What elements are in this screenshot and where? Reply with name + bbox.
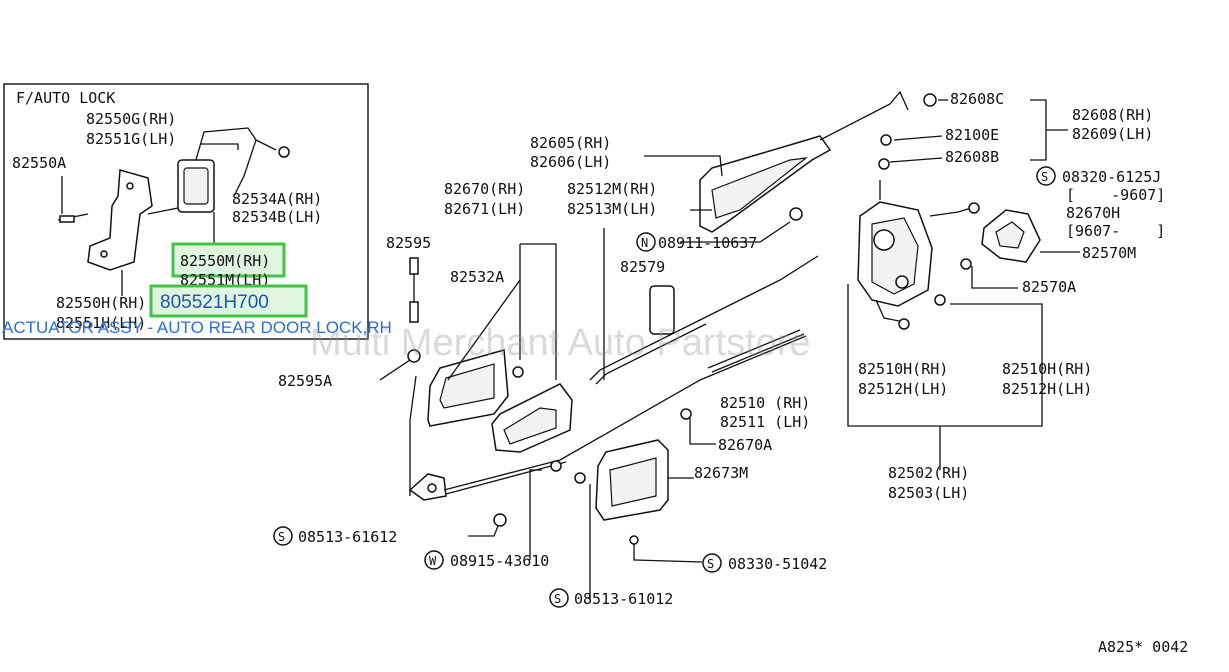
label-82512H-b: 82512H(LH) [1002,380,1092,398]
outside-handle-drawing [644,90,909,243]
highlight-82550M[interactable]: 82550M(RH) [171,242,286,278]
label-82551G: 82551G(LH) [86,130,176,148]
label-82512H-a: 82512H(LH) [858,380,948,398]
label-82534A: 82534A(RH) [232,190,322,208]
label-82513M: 82513M(LH) [567,200,657,218]
diagram-code: A825* 0042 [1098,638,1188,656]
label-82671: 82671(LH) [444,200,525,218]
badge-s-08513a: S [278,530,285,544]
label-82550G: 82550G(RH) [86,110,176,128]
label-805521H700: 805521H700 [160,292,269,313]
label-82606: 82606(LH) [530,153,611,171]
label-82670: 82670(RH) [444,180,525,198]
label-82605: 82605(RH) [530,134,611,152]
label-08330: 08330-51042 [728,555,827,573]
inset-actuator-drawing [57,127,290,296]
label-82673M: 82673M [694,464,748,482]
label-08320: 08320-6125J [1062,168,1161,186]
label-82100E: 82100E [945,126,999,144]
label-82670H: 82670H [1066,204,1120,222]
spacer-82579-drawing [649,285,675,335]
label-82608B: 82608B [945,148,999,166]
badge-s-08330: S [707,557,714,571]
label-82550A: 82550A [12,154,66,172]
label-82511: 82511 (LH) [720,413,810,431]
inside-handle-drawing [491,243,573,453]
inset-frame [3,83,369,340]
label-range-2: [9607- ] [1066,222,1165,240]
label-82608: 82608(RH) [1072,106,1153,124]
label-08513a: 08513-61612 [298,528,397,546]
badge-w: W [429,554,437,568]
label-82551H: 82551H(LH) [56,314,146,332]
label-82570M: 82570M [1082,244,1136,262]
rod-82595-drawing [379,257,421,496]
label-82595A: 82595A [278,372,332,390]
door-lock-actuator-drawing [847,93,1068,470]
rods-drawing [589,228,819,385]
badge-s-08513b: S [554,592,561,606]
label-82609: 82609(LH) [1072,125,1153,143]
badge-s-08320: S [1041,170,1048,184]
label-82550H: 82550H(RH) [56,294,146,312]
catalog-product-link[interactable]: ACTUATOR ASSY - AUTO REAR DOOR LOCK,RH [2,318,392,337]
inside-handle-escutcheon-drawing [427,279,521,427]
label-08911: 08911-10637 [658,234,757,252]
highlight-805521H700[interactable]: 805521H700 [149,284,308,318]
actuator-82570M-drawing [960,209,1080,289]
label-82510H-a: 82510H(RH) [858,360,948,378]
label-82550M: 82550M(RH) [180,252,270,270]
label-82502: 82502(RH) [888,464,969,482]
label-82570A: 82570A [1022,278,1076,296]
label-82510H-b: 82510H(RH) [1002,360,1092,378]
label-82510: 82510 (RH) [720,394,810,412]
label-08513b: 08513-61012 [574,590,673,608]
label-82608C: 82608C [950,90,1004,108]
inset-title: F/AUTO LOCK [16,89,115,107]
label-82579: 82579 [620,258,665,276]
bellcrank-drawing [408,335,807,537]
label-range-1: [ -9607] [1066,186,1165,204]
badge-n: N [641,236,648,250]
label-82534B: 82534B(LH) [232,208,322,226]
label-82503: 82503(LH) [888,484,969,502]
label-82670A: 82670A [718,436,772,454]
label-82595: 82595 [386,234,431,252]
label-08915: 08915-43610 [450,552,549,570]
escutcheon-82673M-drawing [529,408,716,600]
label-82532A: 82532A [450,268,504,286]
label-82512M: 82512M(RH) [567,180,657,198]
